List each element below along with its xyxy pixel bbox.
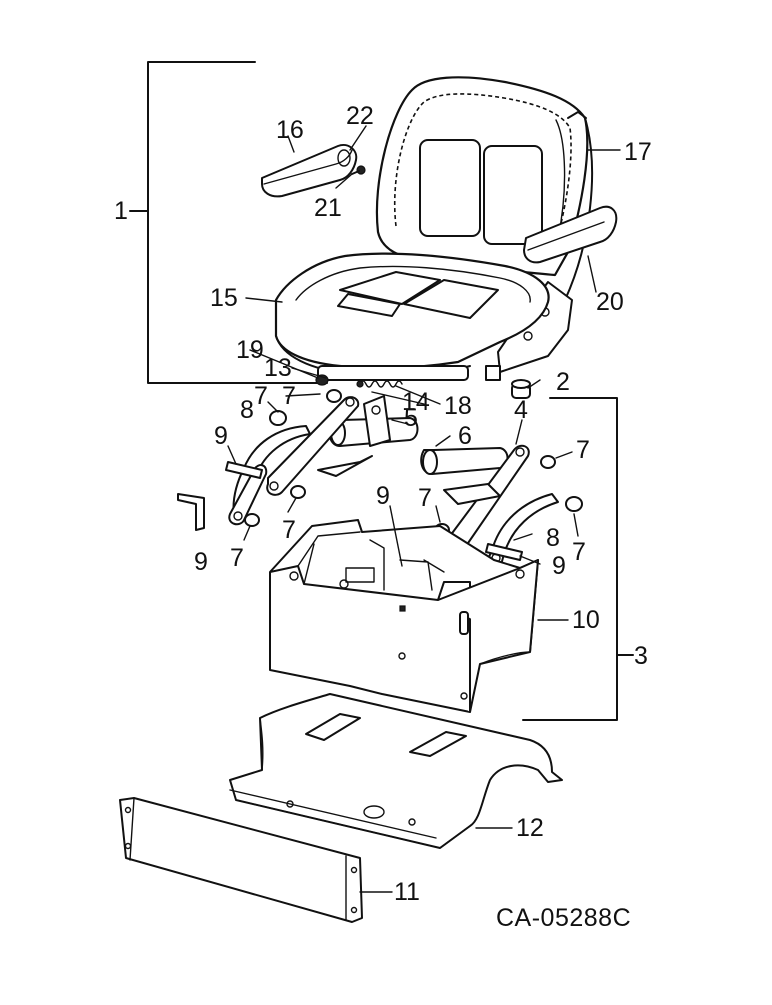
right-armrest — [523, 205, 618, 264]
center-bracket — [317, 395, 391, 477]
callout-16: 16 — [276, 116, 304, 144]
callout-4: 4 — [514, 396, 528, 424]
leader-lines — [227, 125, 621, 893]
front-panel — [119, 797, 363, 923]
bracket-assembly-1 — [129, 61, 328, 384]
callout-5: 5 — [404, 404, 418, 432]
callout-14: 14 — [402, 388, 430, 416]
callout-7-d: 7 — [230, 544, 244, 572]
callout-labels: 1 2 3 4 5 6 7 7 7 7 7 7 7 8 8 9 9 9 9 10… — [114, 102, 652, 932]
bracket-assembly-3 — [522, 397, 634, 721]
callout-9-a: 9 — [214, 422, 228, 450]
callout-9-b: 9 — [194, 548, 208, 576]
callout-7-f: 7 — [572, 538, 586, 566]
callout-6: 6 — [458, 422, 472, 450]
callout-22: 22 — [346, 102, 374, 130]
callout-20: 20 — [596, 288, 624, 316]
base-frame — [269, 519, 539, 713]
callout-9-c: 9 — [376, 482, 390, 510]
left-link-arm — [266, 396, 360, 496]
callout-19: 19 — [236, 336, 264, 364]
callout-1: 1 — [114, 197, 128, 225]
callout-15: 15 — [210, 284, 238, 312]
callout-18: 18 — [444, 392, 472, 420]
callout-7-c: 7 — [282, 516, 296, 544]
callout-9-d: 9 — [552, 552, 566, 580]
callout-17: 17 — [624, 138, 652, 166]
callout-8-a: 8 — [240, 396, 254, 424]
pin-right — [485, 543, 523, 561]
armrest-bolt — [351, 165, 366, 175]
floor-plate — [229, 693, 563, 849]
pin-left-lower — [177, 493, 205, 531]
callout-7-g: 7 — [418, 484, 432, 512]
callout-10: 10 — [572, 606, 600, 634]
callout-21: 21 — [314, 194, 342, 222]
callout-13: 13 — [264, 354, 292, 382]
callout-3: 3 — [634, 642, 648, 670]
callout-12: 12 — [516, 814, 544, 842]
callout-8-b: 8 — [546, 524, 560, 552]
callout-7-a: 7 — [254, 382, 268, 410]
pivot-tube-lower — [420, 447, 509, 475]
left-armrest — [261, 144, 358, 198]
pin-left-upper — [225, 461, 263, 479]
callout-7-e: 7 — [576, 436, 590, 464]
callout-11: 11 — [394, 878, 420, 906]
left-lower-link — [228, 464, 268, 526]
suspension-spring — [356, 380, 403, 388]
callout-7-b: 7 — [282, 382, 296, 410]
seat-backrest — [375, 76, 593, 331]
drawing-code: CA-05288C — [496, 904, 631, 932]
seat-cushion — [274, 252, 550, 381]
callout-2: 2 — [556, 368, 570, 396]
spacer-2 — [511, 379, 531, 399]
